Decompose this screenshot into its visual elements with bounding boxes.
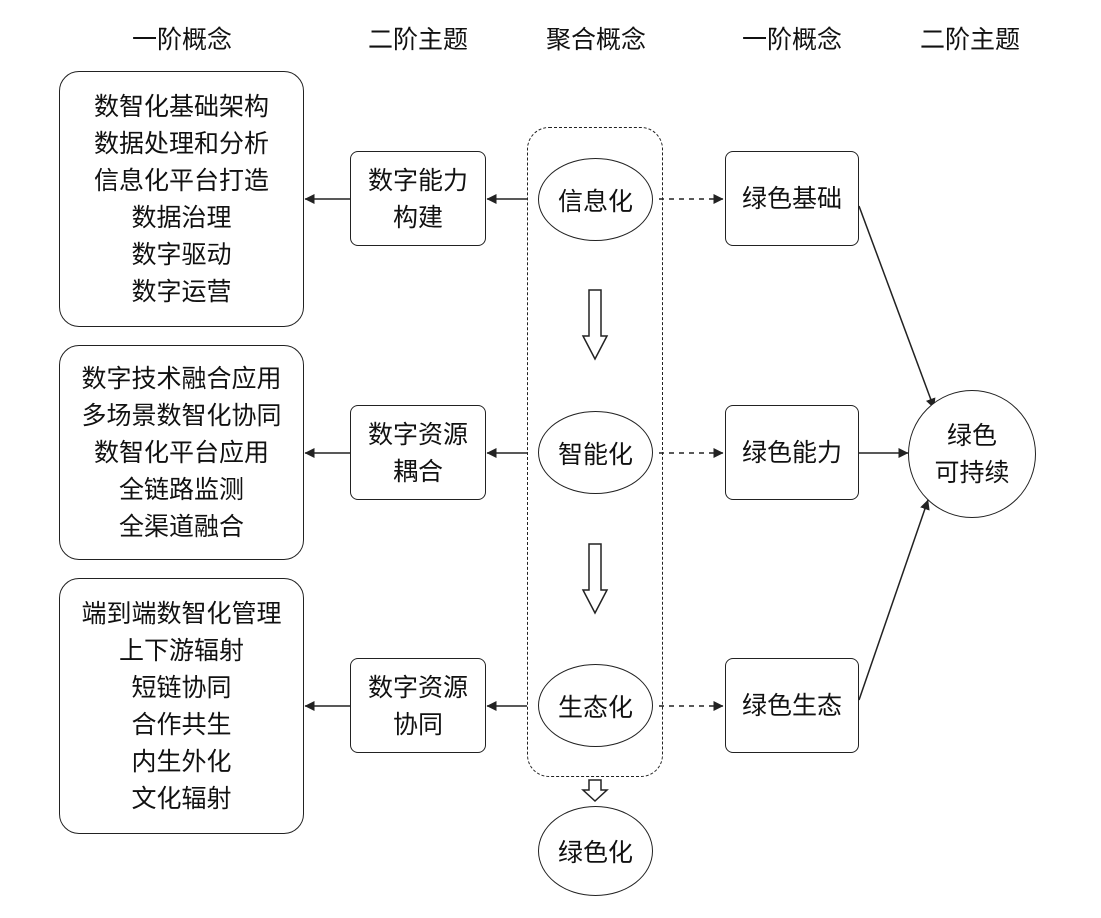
second-order-theme-digital-capability: 数字能力 构建 — [350, 151, 486, 246]
first-order-green-capability: 绿色能力 — [725, 405, 859, 500]
first-order-green-ecology: 绿色生态 — [725, 658, 859, 753]
theme-line: 数字资源 — [367, 672, 468, 702]
aggregate-stage-informatization: 信息化 — [538, 158, 653, 241]
arrow-green-base-to-sustainable — [858, 205, 936, 409]
concept-item: 内生外化 — [131, 747, 232, 776]
green-concept-label: 绿色生态 — [741, 691, 842, 720]
second-order-theme-resource-synergy: 数字资源 协同 — [350, 658, 486, 753]
second-order-theme-resource-coupling: 数字资源 耦合 — [350, 405, 486, 500]
theme-line: 耦合 — [392, 456, 443, 486]
concept-item: 合作共生 — [131, 710, 232, 739]
header-second-order-right: 二阶主题 — [919, 25, 1020, 54]
theme-line: 数字资源 — [367, 419, 468, 449]
concept-item: 数智化平台应用 — [93, 438, 269, 467]
arrow-green-ecology-to-sustainable — [858, 499, 930, 701]
green-concept-label: 绿色基础 — [741, 184, 842, 213]
concept-item: 数智化基础架构 — [93, 92, 269, 121]
concept-item: 信息化平台打造 — [93, 166, 269, 195]
aggregate-stage-intelligentization: 智能化 — [538, 411, 653, 494]
concept-item: 文化辐射 — [131, 784, 232, 813]
first-order-green-base: 绿色基础 — [725, 151, 859, 246]
concept-item: 多场景数智化协同 — [81, 401, 282, 430]
header-first-order-right: 一阶概念 — [741, 25, 842, 54]
theme-line: 构建 — [392, 202, 443, 232]
concept-item: 数据处理和分析 — [93, 129, 269, 158]
concept-item: 全渠道融合 — [118, 512, 244, 541]
hollow-down-arrow-3 — [581, 779, 609, 803]
first-order-concepts-group-3: 端到端数智化管理 上下游辐射 短链协同 合作共生 内生外化 文化辐射 — [59, 578, 304, 834]
concept-item: 上下游辐射 — [118, 636, 244, 665]
green-concept-label: 绿色能力 — [741, 438, 842, 467]
sustainable-line: 可持续 — [934, 458, 1010, 487]
header-first-order-left: 一阶概念 — [131, 25, 232, 54]
hollow-down-arrow-1 — [581, 289, 609, 361]
second-order-green-sustainable: 绿色 可持续 — [908, 390, 1036, 518]
concept-item: 数字运营 — [131, 277, 232, 306]
concept-item: 数据治理 — [131, 203, 232, 232]
aggregate-stage-ecologicalization: 生态化 — [538, 664, 653, 747]
first-order-concepts-group-2: 数字技术融合应用 多场景数智化协同 数智化平台应用 全链路监测 全渠道融合 — [59, 345, 304, 560]
theme-line: 协同 — [392, 709, 443, 739]
concept-item: 数字驱动 — [131, 240, 232, 269]
hollow-down-arrow-2 — [581, 543, 609, 615]
aggregate-concept-container — [527, 127, 663, 777]
header-second-order-left: 二阶主题 — [367, 25, 468, 54]
first-order-concepts-group-1: 数智化基础架构 数据处理和分析 信息化平台打造 数据治理 数字驱动 数字运营 — [59, 71, 304, 327]
sustainable-line: 绿色 — [946, 421, 997, 450]
concept-item: 短链协同 — [131, 673, 232, 702]
header-aggregate-concept: 聚合概念 — [545, 25, 646, 54]
concept-item: 全链路监测 — [118, 475, 244, 504]
theme-line: 数字能力 — [367, 165, 468, 195]
aggregate-result-greenization: 绿色化 — [538, 806, 653, 896]
concept-item: 数字技术融合应用 — [81, 364, 282, 393]
concept-item: 端到端数智化管理 — [81, 599, 282, 628]
